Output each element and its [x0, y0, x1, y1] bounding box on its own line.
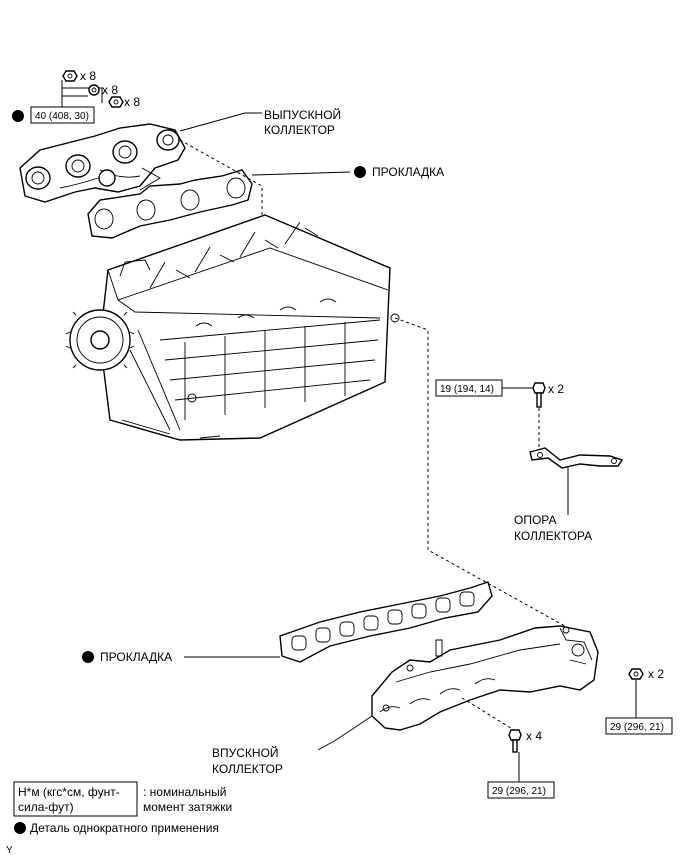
- legend-unit-line2: сила-фут): [18, 800, 74, 814]
- manifold-stay-label-line1: ОПОРА: [514, 513, 557, 527]
- timing-pulley-drawing: [65, 309, 135, 371]
- exhaust-gasket-drawing: [87, 169, 253, 239]
- torque-box-intake-nut: [605, 717, 673, 735]
- intake-manifold-drawing: [371, 625, 599, 731]
- intake-manifold-label-line1: ВПУСКНОЙ: [212, 745, 279, 760]
- nut-c-icon: [108, 96, 124, 108]
- exhaust-manifold-label-line1: ВЫПУСКНОЙ: [264, 107, 341, 122]
- torque-value-exhaust: 40 (408, 30): [35, 111, 89, 122]
- legend-non-reusable-marker: [14, 822, 26, 834]
- non-reusable-marker-exhaust-nut: [12, 110, 24, 122]
- gasket-top-label: ПРОКЛАДКА: [372, 165, 444, 179]
- nut-c-quantity: x 8: [124, 95, 140, 109]
- figure-code: Y: [6, 845, 13, 856]
- legend-unit-box: [13, 781, 138, 817]
- legend-unit-line1: Н*м (кгс*см, фунт-: [18, 785, 120, 799]
- torque-value-intake-bolt: 29 (296, 21): [492, 786, 546, 797]
- intake-nut-icon: [628, 668, 644, 680]
- manifold-stay-label-line2: КОЛЛЕКТОРА: [514, 529, 592, 543]
- torque-box-intake-bolt: [487, 781, 555, 799]
- non-reusable-marker-gasket-top: [354, 166, 366, 178]
- non-reusable-marker-gasket-bottom: [82, 651, 94, 663]
- torque-value-intake-nut: 29 (296, 21): [610, 722, 664, 733]
- intake-bolt-icon: [508, 729, 522, 753]
- intake-manifold-label-line2: КОЛЛЕКТОР: [212, 762, 283, 776]
- legend-non-reusable-text: Деталь однократного применения: [30, 821, 219, 835]
- nut-a-quantity: x 8: [80, 69, 96, 83]
- legend-description-line1: : номинальный: [143, 785, 226, 799]
- stay-bolt-quantity: x 2: [548, 382, 564, 396]
- intake-nut-quantity: x 2: [648, 667, 664, 681]
- stay-bolt-icon: [532, 382, 546, 408]
- nut-a-icon: [62, 70, 78, 82]
- engine-block-drawing: [99, 214, 400, 441]
- manifold-stay-drawing: [529, 447, 624, 469]
- legend-description-line2: момент затяжки: [143, 800, 232, 814]
- nut-b-icon: [88, 84, 100, 96]
- nut-b-quantity: x 8: [102, 83, 118, 97]
- torque-value-stay-bolt: 19 (194, 14): [440, 384, 494, 395]
- gasket-bottom-label: ПРОКЛАДКА: [100, 650, 172, 664]
- intake-bolt-quantity: x 4: [526, 729, 542, 743]
- exhaust-manifold-drawing: [19, 123, 186, 203]
- intake-gasket-drawing: [279, 581, 493, 663]
- exhaust-manifold-label-line2: КОЛЛЕКТОР: [264, 123, 335, 137]
